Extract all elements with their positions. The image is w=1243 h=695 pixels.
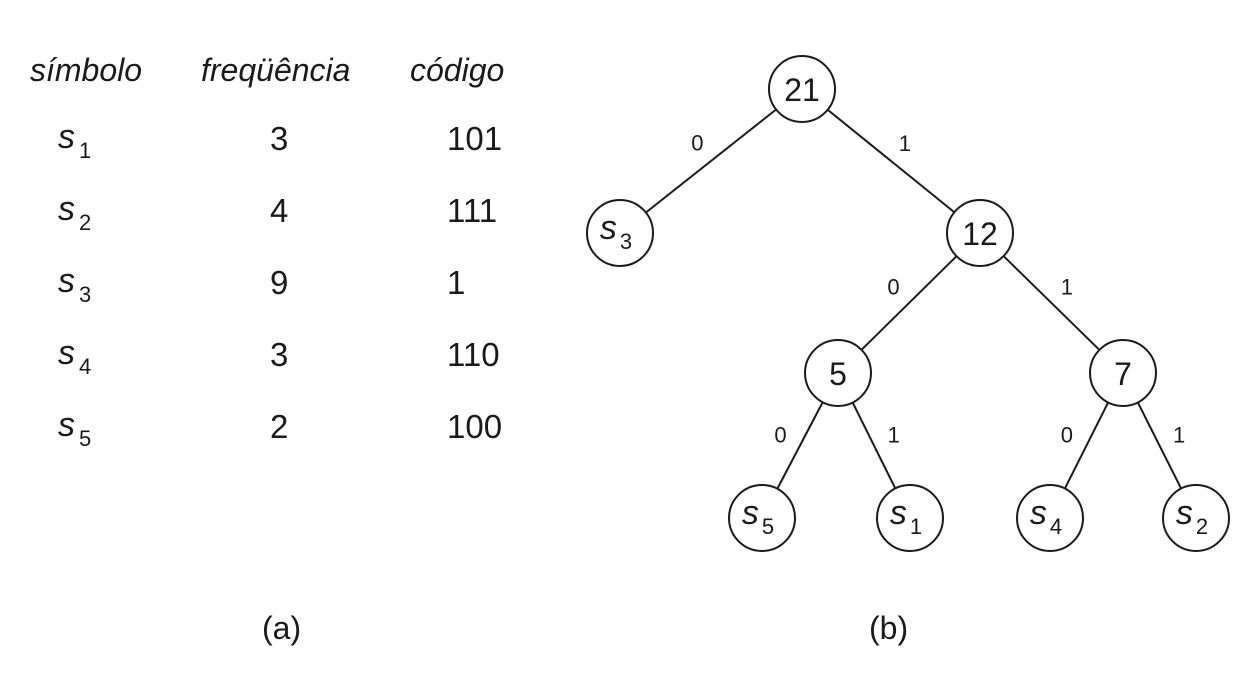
table-row-frequency: 9 — [270, 264, 289, 301]
table-row-frequency: 3 — [270, 120, 289, 157]
edge-bit-label: 0 — [774, 422, 786, 447]
header-frequency: freqüência — [201, 52, 351, 88]
header-code: código — [410, 52, 505, 88]
node-circle — [804, 339, 872, 407]
node-label: 7 — [1114, 356, 1132, 392]
edge-bit-label: 1 — [1061, 274, 1073, 299]
edge-bit-label: 0 — [1061, 423, 1073, 448]
table-row-frequency: 3 — [270, 336, 289, 373]
tree-edges: 0 1 0 1 0 1 0 1 — [645, 108, 1185, 490]
node-circle — [586, 199, 654, 267]
tree-edge — [645, 108, 777, 214]
symbol-letter: s — [58, 334, 75, 372]
tree-edge — [860, 255, 958, 351]
header-symbol: símbolo — [30, 52, 143, 88]
symbol-letter: s — [58, 190, 75, 228]
table-row-code: 100 — [447, 408, 503, 445]
node-label: 12 — [962, 216, 998, 252]
symbol-index: 5 — [79, 426, 92, 451]
symbol-letter: s — [58, 262, 75, 300]
edge-bit-label: 1 — [899, 131, 911, 156]
symbol-index: 4 — [79, 354, 92, 379]
node-circle — [1016, 484, 1084, 552]
node-circle — [728, 484, 796, 552]
node-circle — [1089, 339, 1157, 407]
node-label: 21 — [784, 72, 820, 108]
tree-node-internal: 7 — [1089, 339, 1157, 407]
node-circle — [1162, 484, 1230, 552]
node-circle — [768, 55, 836, 123]
table-row-code: 101 — [447, 120, 503, 157]
symbol-index: 1 — [79, 138, 92, 163]
table-row-frequency: 4 — [270, 192, 289, 229]
panel-label-a: (a) — [262, 610, 302, 646]
panel-label-b: (b) — [869, 610, 909, 646]
tree-edge — [851, 402, 897, 489]
table-row-code: 1 — [447, 264, 466, 301]
symbol-index: 3 — [79, 282, 92, 307]
tree-node-internal: 5 — [804, 339, 872, 407]
node-circle — [946, 199, 1014, 267]
tree-edge — [1063, 402, 1110, 489]
table-row-code: 111 — [447, 192, 498, 229]
node-label: 5 — [829, 356, 847, 392]
table-row-code: 110 — [447, 336, 500, 373]
tree-node-internal: 12 — [946, 199, 1014, 267]
edge-bit-label: 1 — [888, 423, 900, 448]
symbol-letter: s — [58, 118, 75, 156]
edge-bit-label: 1 — [1173, 423, 1185, 448]
symbol-letter: s — [58, 406, 75, 444]
tree-edge — [776, 401, 824, 490]
tree-edge — [827, 108, 955, 214]
edge-bit-label: 0 — [887, 274, 899, 299]
symbol-index: 2 — [79, 210, 92, 235]
tree-edge — [1136, 402, 1183, 489]
tree-edge — [1002, 255, 1101, 351]
table-row-frequency: 2 — [270, 408, 289, 445]
tree-node-internal: 21 — [768, 55, 836, 123]
edge-bit-label: 0 — [691, 131, 703, 156]
node-circle — [876, 484, 944, 552]
